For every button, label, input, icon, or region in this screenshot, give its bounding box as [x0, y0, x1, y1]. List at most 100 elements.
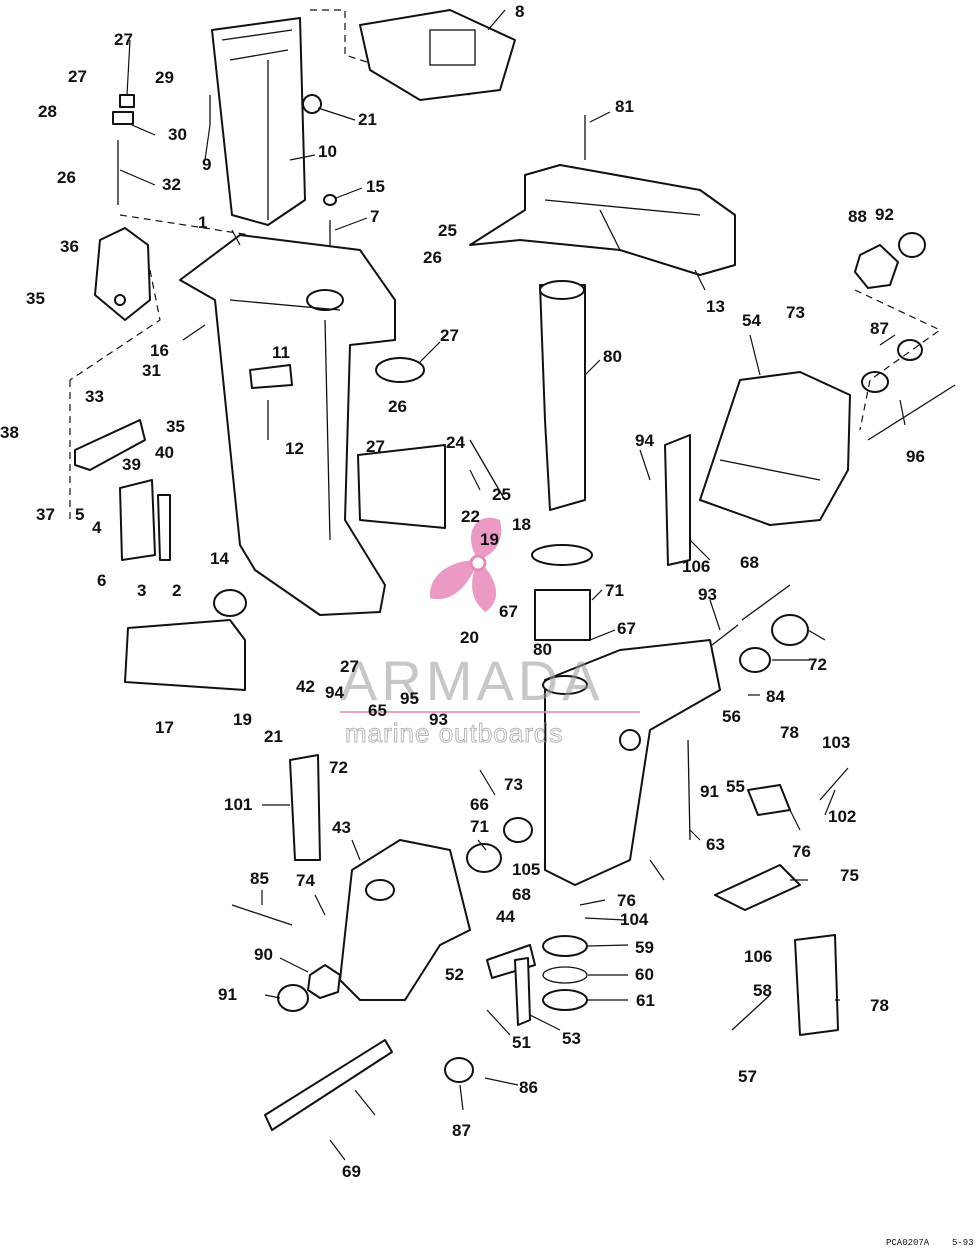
washer-66 — [531, 544, 593, 566]
callout-88-bottom: 90 — [254, 945, 273, 964]
callout-22: 21 — [264, 727, 283, 746]
callout-77: 78 — [780, 723, 799, 742]
callout-71: 72 — [329, 758, 348, 777]
rod-62 — [741, 584, 791, 621]
callout-85: 86 — [519, 1078, 538, 1097]
callout-54: 55 — [726, 777, 745, 796]
callout-61: 63 — [706, 835, 725, 854]
callout-95: 95 — [400, 689, 419, 708]
callout-41: 36 — [60, 237, 79, 256]
tilt-tube-96 — [867, 384, 956, 441]
callout-36: 32 — [162, 175, 181, 194]
callout-96: 96 — [906, 447, 925, 466]
callout-78: 78 — [870, 996, 889, 1015]
callout-19a: 19 — [480, 530, 499, 549]
steering-tube — [539, 280, 586, 511]
bushing-66 — [534, 589, 591, 641]
propeller-logo — [429, 517, 502, 612]
callout-60: 61 — [636, 991, 655, 1010]
callout-79: 80 — [603, 347, 622, 366]
callout-31: 27 — [114, 30, 133, 49]
callout-47: 42 — [296, 677, 315, 696]
callout-98: 102 — [828, 807, 856, 826]
anode-bracket-105 — [264, 1039, 393, 1131]
link-61 — [687, 739, 691, 841]
callout-70: 68 — [512, 885, 531, 904]
callout-100: 104 — [620, 910, 649, 929]
callout-76: 76 — [792, 842, 811, 861]
callout-67b: 71 — [470, 817, 489, 836]
callout-26a: 25 — [438, 221, 457, 240]
callout-52: 53 — [562, 1029, 581, 1048]
bracket-78 — [794, 934, 839, 1036]
callout-34: 30 — [168, 125, 187, 144]
swivel-bracket — [542, 639, 721, 886]
callout-93a: 93 — [698, 585, 717, 604]
bushing-87a — [861, 371, 889, 393]
pin-56 — [731, 994, 771, 1031]
callout-56: 57 — [738, 1067, 757, 1086]
callout-88-top: 88 — [848, 207, 867, 226]
callout-50: 51 — [512, 1033, 531, 1052]
callout-30: 27 — [68, 67, 87, 86]
spring-49 — [486, 944, 536, 979]
callout-11: 11 — [272, 343, 290, 362]
callout-6: 6 — [97, 571, 106, 590]
swivel-bracket-top — [469, 164, 736, 276]
callout-28: 27 — [440, 326, 459, 345]
callout-80: 80 — [533, 640, 552, 659]
shift-lever-bracket — [69, 227, 161, 520]
bushing-60 — [542, 989, 588, 1011]
callout-27a: 26 — [423, 248, 442, 267]
callout-12: 12 — [285, 439, 304, 458]
callout-99: 103 — [822, 733, 850, 752]
leader-lines — [119, 9, 906, 1161]
watermark-tagline: marine outboards — [345, 718, 563, 748]
adapter-housing — [119, 214, 396, 616]
shift-cam-plate — [119, 479, 156, 561]
callout-84: 85 — [250, 869, 269, 888]
lower-cover — [124, 619, 246, 691]
callout-103: 106 — [744, 947, 772, 966]
grommet-28 — [375, 357, 425, 383]
callout-51: 52 — [445, 965, 464, 984]
callout-labels: 27 27 29 28 30 26 32 8 21 10 9 15 7 1 81… — [0, 2, 925, 1181]
callout-26b: 26 — [388, 397, 407, 416]
callout-4: 4 — [92, 518, 102, 537]
callout-49: 44 — [496, 907, 515, 926]
knob-90 — [277, 984, 309, 1012]
tilt-bracket-97 — [289, 754, 321, 861]
callout-21: 21 — [358, 110, 377, 129]
callout-75: 76 — [617, 891, 636, 910]
bushing-67-right — [739, 647, 771, 673]
rubber-mount — [213, 589, 247, 617]
callout-24: 24 — [446, 433, 465, 452]
callout-83: 84 — [766, 687, 785, 706]
washer-106-right — [771, 614, 809, 646]
callout-73b: 74 — [296, 871, 315, 890]
callout-97: 101 — [224, 795, 252, 814]
tilt-tube-84 — [231, 904, 293, 926]
callout-27c: 27 — [340, 657, 359, 676]
callout-48: 43 — [332, 818, 351, 837]
callout-2: 2 — [172, 581, 181, 600]
callout-90: 91 — [218, 985, 237, 1004]
callout-38: 39 — [122, 455, 141, 474]
shift-rail — [157, 494, 171, 561]
o-ring-59 — [542, 966, 588, 984]
callout-13: 13 — [706, 297, 725, 316]
bushing-67-left — [503, 817, 533, 843]
callout-19b: 19 — [233, 710, 252, 729]
callout-59: 60 — [635, 965, 654, 984]
callout-101: 105 — [512, 860, 540, 879]
callout-18: 18 — [512, 515, 531, 534]
bracket-11 — [249, 364, 293, 389]
callout-94b: 94 — [325, 683, 344, 702]
callout-23: 22 — [461, 507, 480, 526]
nut-88-bottom — [307, 964, 341, 999]
callout-27b: 27 — [366, 437, 385, 456]
stern-bracket-port — [339, 839, 471, 1001]
callout-5: 5 — [75, 505, 84, 524]
callout-1: 1 — [198, 213, 207, 232]
